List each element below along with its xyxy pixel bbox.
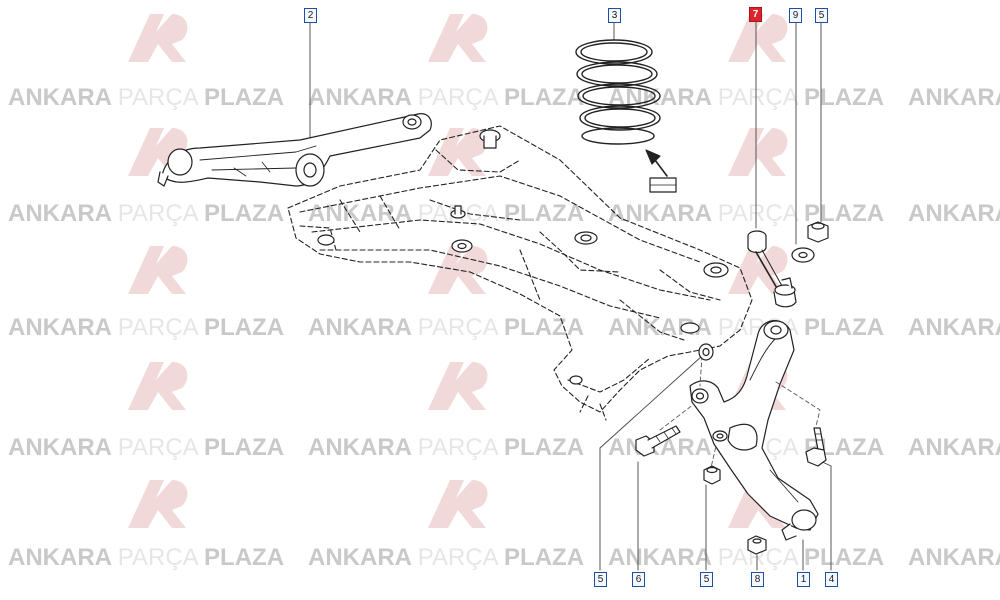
watermark-word-parca: PARÇA [118, 434, 204, 461]
callout-2[interactable]: 2 [304, 8, 317, 23]
watermark-line: ANKARA PARÇA PLAZA [308, 544, 584, 571]
watermark-logo [428, 128, 488, 176]
callout-9[interactable]: 9 [789, 8, 802, 23]
link-bushing-lower [773, 277, 797, 308]
coil-spring [575, 39, 661, 145]
leader-lines [309, 21, 832, 571]
watermark-word-ankara: ANKARA [308, 84, 418, 111]
watermark-word-plaza: PLAZA [804, 314, 884, 341]
watermark-word-plaza: PLAZA [504, 314, 584, 341]
watermark-line: ANKARA PARÇA PLAZA [608, 200, 884, 227]
callout-7[interactable]: 7 [749, 7, 762, 22]
link-arm [157, 113, 432, 187]
watermark-line: ANKARA PARÇA PLAZA [908, 200, 1000, 227]
watermark-word-plaza: PLAZA [204, 434, 284, 461]
watermark-line: ANKARA PARÇA PLAZA [908, 314, 1000, 341]
watermark-word-parca: PARÇA [718, 200, 804, 227]
watermark-line: ANKARA PARÇA PLAZA [308, 314, 584, 341]
part-7-bushing [747, 230, 783, 291]
watermark-word-ankara: ANKARA [908, 84, 1000, 111]
watermark-word-ankara: ANKARA [308, 434, 418, 461]
watermark-line: ANKARA PARÇA PLAZA [908, 544, 1000, 571]
part-6-bolt [635, 425, 681, 457]
callout-5-top[interactable]: 5 [815, 8, 828, 23]
watermark-word-parca: PARÇA [418, 544, 504, 571]
watermark-word-plaza: PLAZA [204, 544, 284, 571]
watermark-word-plaza: PLAZA [504, 544, 584, 571]
watermark-word-ankara: ANKARA [608, 200, 718, 227]
watermark-word-ankara: ANKARA [908, 200, 1000, 227]
lower-control-arm [689, 320, 819, 541]
watermark-word-plaza: PLAZA [204, 200, 284, 227]
watermark-word-plaza: PLAZA [504, 200, 584, 227]
callout-6[interactable]: 6 [632, 572, 645, 587]
watermark-word-ankara: ANKARA [908, 544, 1000, 571]
callout-5-left[interactable]: 5 [594, 572, 607, 587]
watermark-word-ankara: ANKARA [8, 84, 118, 111]
watermark-word-ankara: ANKARA [908, 314, 1000, 341]
watermark-word-ankara: ANKARA [8, 434, 118, 461]
watermark-word-plaza: PLAZA [504, 434, 584, 461]
watermark-word-parca: PARÇA [118, 84, 204, 111]
watermark-word-ankara: ANKARA [608, 544, 718, 571]
callout-5-middle[interactable]: 5 [700, 572, 713, 587]
direction-arrow [645, 149, 677, 193]
watermark-line: ANKARA PARÇA PLAZA [308, 84, 584, 111]
watermark-word-plaza: PLAZA [804, 84, 884, 111]
watermark-word-plaza: PLAZA [504, 84, 584, 111]
watermark-line: ANKARA PARÇA PLAZA [8, 544, 284, 571]
watermark-logo [728, 128, 788, 176]
watermark-line: ANKARA PARÇA PLAZA [8, 434, 284, 461]
watermark-word-ankara: ANKARA [8, 314, 118, 341]
watermark-word-ankara: ANKARA [8, 200, 118, 227]
part-9-washer [791, 247, 815, 263]
watermark-word-parca: PARÇA [418, 84, 504, 111]
watermark-logo [128, 14, 188, 62]
watermark-logo [428, 14, 488, 62]
watermark-logo [128, 362, 188, 410]
watermark-word-parca: PARÇA [718, 84, 804, 111]
watermark-logo [428, 480, 488, 528]
watermark-line: ANKARA PARÇA PLAZA [908, 84, 1000, 111]
watermark-line: ANKARA PARÇA PLAZA [8, 200, 284, 227]
watermark-line: ANKARA PARÇA PLAZA [908, 434, 1000, 461]
watermark-logo [128, 246, 188, 294]
callout-3[interactable]: 3 [608, 8, 621, 23]
watermark-word-ankara: ANKARA [308, 314, 418, 341]
watermark-word-ankara: ANKARA [8, 544, 118, 571]
watermark-word-parca: PARÇA [118, 314, 204, 341]
watermark-logo [428, 362, 488, 410]
watermark-word-parca: PARÇA [418, 314, 504, 341]
watermark-word-plaza: PLAZA [204, 314, 284, 341]
watermark-line: ANKARA PARÇA PLAZA [308, 434, 584, 461]
part-4-bolt [805, 427, 827, 467]
part-5-left-nut [698, 343, 714, 361]
callout-4[interactable]: 4 [825, 572, 838, 587]
watermark-line: ANKARA PARÇA PLAZA [8, 84, 284, 111]
watermark-logo [128, 480, 188, 528]
callout-8[interactable]: 8 [751, 572, 764, 587]
watermark-word-parca: PARÇA [118, 544, 204, 571]
watermark-word-plaza: PLAZA [204, 84, 284, 111]
subframe [287, 125, 753, 421]
watermark-logo [728, 14, 788, 62]
part-8-nut [747, 535, 767, 555]
subframe-mounts [317, 129, 729, 385]
part-5-top-nut [807, 221, 829, 243]
watermark-word-ankara: ANKARA [908, 434, 1000, 461]
part-5-middle-nut [703, 465, 721, 485]
watermark-word-plaza: PLAZA [804, 544, 884, 571]
watermark-word-parca: PARÇA [418, 434, 504, 461]
callout-1[interactable]: 1 [797, 572, 810, 587]
watermark-line: ANKARA PARÇA PLAZA [8, 314, 284, 341]
watermark-word-parca: PARÇA [118, 200, 204, 227]
watermark-word-ankara: ANKARA [308, 544, 418, 571]
